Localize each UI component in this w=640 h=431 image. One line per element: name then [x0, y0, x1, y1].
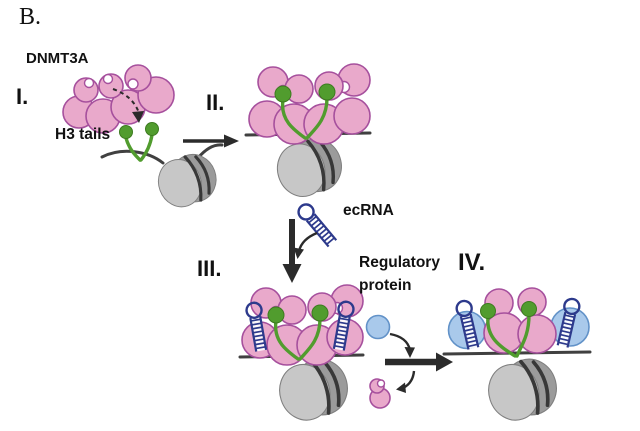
dnmt3a-complex — [249, 64, 370, 144]
stage-4-group — [442, 286, 592, 429]
stage3-numeral: III. — [197, 256, 222, 281]
h3-tails-free — [119, 122, 159, 162]
dnmt3a-complex — [478, 286, 558, 358]
arrow-stage2-to-stage3 — [282, 219, 302, 283]
regulatory-label-line1: Regulatory — [359, 254, 440, 271]
regulatory-protein-circle — [365, 314, 391, 340]
dnmt3a-free-cluster — [62, 64, 175, 134]
regulatory-protein-label: Regulatory protein — [359, 251, 440, 297]
nucleosome — [479, 350, 566, 429]
dnmt3a-label: DNMT3A — [26, 50, 89, 67]
ecrna-joining-curved-arrow — [293, 231, 318, 259]
ecrna-label: ecRNA — [343, 202, 394, 219]
stage1-numeral: I. — [16, 84, 29, 109]
nucleosome — [150, 146, 225, 215]
stage-2-group — [244, 64, 372, 205]
arrow-stage1-to-stage2 — [183, 134, 239, 148]
stage-3-group — [238, 285, 365, 429]
regulatory-joining-curved-arrow — [389, 332, 415, 358]
regulatory-label-line2: protein — [359, 277, 412, 294]
released-dnmt3a-subunit — [369, 378, 391, 409]
panel-label: B. — [19, 4, 42, 30]
stage2-numeral: II. — [206, 90, 225, 115]
nucleosome — [268, 130, 350, 205]
arrow-stage3-to-stage4 — [385, 352, 453, 372]
stage-1-group — [62, 64, 225, 215]
stage4-numeral: IV. — [458, 249, 486, 276]
ecrna-hairpin-icon — [294, 200, 340, 250]
release-curved-arrow — [396, 370, 416, 393]
h3-tails-label: H3 tails — [55, 126, 111, 143]
recruitment-dashed-arrow — [112, 88, 144, 123]
